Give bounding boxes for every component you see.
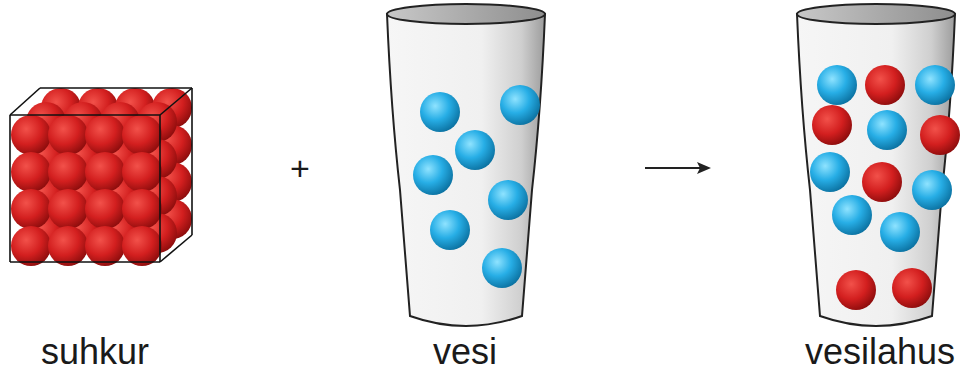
sugar-molecule	[865, 65, 905, 105]
sugar-cube	[10, 88, 192, 266]
sugar-molecule	[122, 189, 162, 229]
sugar-molecule	[892, 268, 932, 308]
sugar-molecule	[11, 152, 51, 192]
sugar-molecule	[11, 189, 51, 229]
item-label: suhkur	[41, 334, 149, 370]
sugar-molecule	[48, 226, 88, 266]
plus-sign: +	[290, 151, 310, 185]
solution-glass	[797, 4, 960, 326]
cube-edge	[40, 87, 192, 89]
sugar-molecule	[122, 226, 162, 266]
sugar-molecule	[85, 189, 125, 229]
item-label: vesi	[433, 334, 497, 370]
water-molecule	[455, 130, 495, 170]
cube-edge	[10, 261, 160, 263]
water-molecule	[912, 170, 952, 210]
sugar-molecule	[862, 162, 902, 202]
sugar-molecule	[48, 189, 88, 229]
sugar-molecule	[48, 152, 88, 192]
water-molecule	[420, 92, 460, 132]
cube-edge	[10, 114, 160, 116]
water-molecule	[832, 195, 872, 235]
item-label: vesilahus	[805, 334, 955, 370]
sugar-molecule	[48, 115, 88, 155]
sugar-molecule	[85, 226, 125, 266]
sugar-molecule	[836, 270, 876, 310]
cube-edge	[160, 88, 192, 115]
cube-edge	[9, 115, 11, 262]
water-molecule	[482, 248, 522, 288]
water-molecule	[880, 212, 920, 252]
sugar-molecule	[920, 115, 960, 155]
water-molecule	[817, 65, 857, 105]
cube-edge	[160, 235, 192, 262]
sugar-molecule	[122, 152, 162, 192]
cube-edge	[10, 88, 40, 115]
water-molecule	[430, 210, 470, 250]
cube-edge	[191, 88, 193, 235]
water-molecule	[500, 85, 540, 125]
sugar-molecule	[122, 115, 162, 155]
cube-edge	[159, 115, 161, 262]
water-molecule	[915, 65, 955, 105]
sugar-molecule	[85, 115, 125, 155]
sugar-molecule	[11, 115, 51, 155]
water-molecule	[810, 152, 850, 192]
water-molecule	[488, 180, 528, 220]
water-glass	[387, 4, 545, 326]
reaction-arrow	[645, 162, 711, 174]
sugar-molecule	[11, 226, 51, 266]
sugar-molecule	[85, 152, 125, 192]
water-molecule	[867, 110, 907, 150]
sugar-molecule	[812, 105, 852, 145]
water-molecule	[413, 155, 453, 195]
